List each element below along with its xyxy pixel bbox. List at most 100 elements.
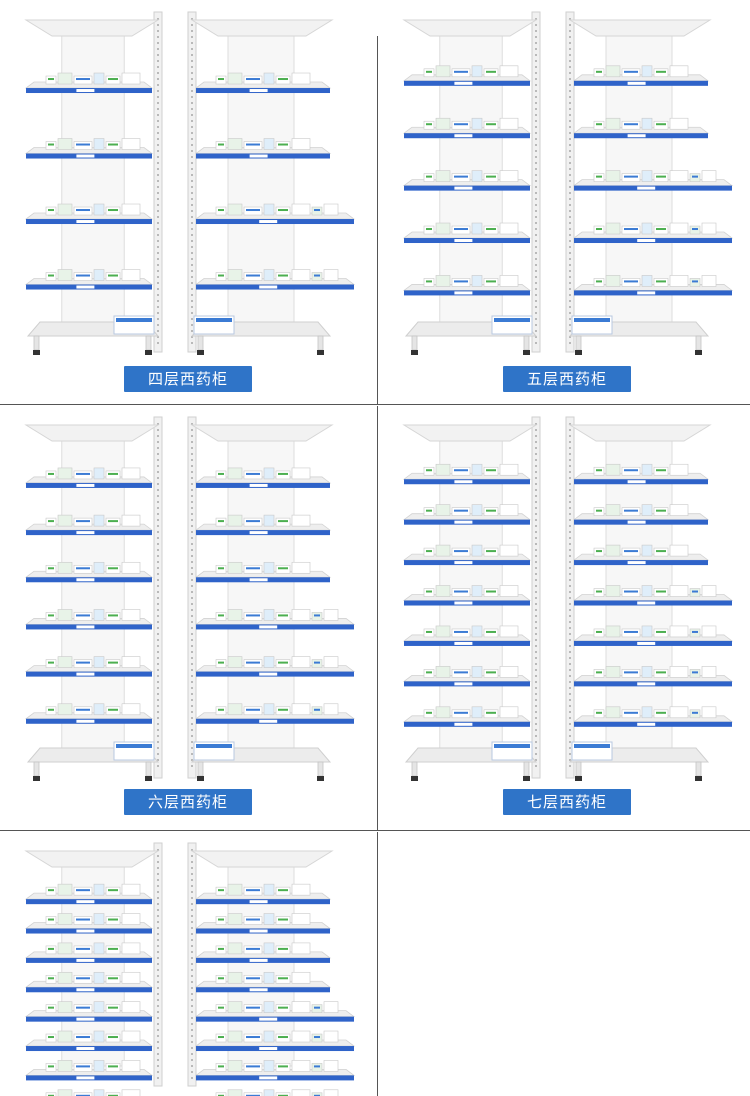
product-box bbox=[291, 913, 311, 925]
post-hole bbox=[157, 24, 159, 26]
cabinet-card-seven-tier[interactable]: 七层西药柜 bbox=[378, 405, 750, 830]
post-hole bbox=[535, 312, 537, 314]
post-hole bbox=[535, 711, 537, 713]
product-box bbox=[121, 656, 141, 668]
product-box bbox=[291, 703, 311, 716]
post-hole bbox=[535, 609, 537, 611]
post-hole bbox=[191, 999, 193, 1001]
product-box bbox=[121, 883, 141, 896]
product-stripe bbox=[76, 567, 90, 570]
cabinet-card-six-tier[interactable]: 六层西药柜 bbox=[0, 405, 377, 830]
product-box bbox=[291, 467, 311, 480]
post-hole bbox=[157, 495, 159, 497]
post-hole bbox=[191, 108, 193, 110]
post-hole bbox=[191, 102, 193, 104]
divider-horizontal-2 bbox=[0, 830, 750, 831]
post-hole bbox=[535, 132, 537, 134]
post-hole bbox=[569, 84, 571, 86]
leg bbox=[411, 335, 418, 351]
cabinet-card-eight-tier[interactable] bbox=[0, 831, 377, 1096]
product-stripe bbox=[486, 509, 496, 512]
post-hole bbox=[157, 585, 159, 587]
product-stripe bbox=[426, 590, 432, 593]
shelf-label-slot bbox=[76, 1076, 95, 1080]
post-hole bbox=[157, 933, 159, 935]
product-box bbox=[291, 1001, 311, 1013]
product-stripe bbox=[596, 228, 602, 231]
post-hole bbox=[535, 549, 537, 551]
cabinet-card-four-tier[interactable]: 四层西药柜 bbox=[0, 0, 377, 404]
shelf-label-slot bbox=[259, 625, 278, 629]
cabinet-card-five-tier[interactable]: 五层西药柜 bbox=[378, 0, 750, 404]
product-stripe bbox=[278, 1065, 288, 1068]
foot bbox=[33, 350, 40, 355]
product-stripe bbox=[76, 1036, 90, 1039]
product-stripe bbox=[692, 280, 698, 283]
product-box bbox=[435, 463, 451, 476]
foot bbox=[411, 350, 418, 355]
product-stripe bbox=[278, 143, 288, 146]
product-stripe bbox=[108, 472, 118, 475]
shelf-label-slot bbox=[76, 1047, 95, 1051]
post-hole bbox=[157, 150, 159, 152]
post-hole bbox=[191, 735, 193, 737]
product-stripe bbox=[48, 708, 54, 711]
post-hole bbox=[157, 18, 159, 20]
post-hole bbox=[157, 36, 159, 38]
post-hole bbox=[157, 861, 159, 863]
post-hole bbox=[569, 597, 571, 599]
product-stripe bbox=[48, 209, 54, 212]
post-hole bbox=[157, 711, 159, 713]
product-stripe bbox=[486, 175, 496, 178]
product-stripe bbox=[76, 947, 90, 950]
post-hole bbox=[191, 687, 193, 689]
product-box bbox=[227, 971, 243, 984]
product-box bbox=[605, 706, 621, 719]
shelf-label-slot bbox=[76, 89, 95, 93]
product-stripe bbox=[656, 630, 666, 633]
product-box bbox=[93, 609, 105, 621]
product-stripe bbox=[108, 209, 118, 212]
post-hole bbox=[157, 1035, 159, 1037]
post-hole bbox=[535, 108, 537, 110]
product-stripe bbox=[596, 711, 602, 714]
shelf-label-slot bbox=[76, 988, 95, 992]
product-box bbox=[227, 703, 243, 716]
post-hole bbox=[191, 705, 193, 707]
foot bbox=[145, 350, 152, 355]
post-hole bbox=[157, 855, 159, 857]
post-hole bbox=[157, 609, 159, 611]
leg bbox=[145, 761, 152, 777]
product-box bbox=[311, 1092, 323, 1096]
post-hole bbox=[157, 108, 159, 110]
product-box bbox=[93, 72, 105, 85]
product-stripe bbox=[218, 918, 224, 921]
post-hole bbox=[535, 705, 537, 707]
product-box bbox=[593, 628, 605, 638]
post-hole bbox=[157, 765, 159, 767]
shelf-label-slot bbox=[454, 186, 473, 190]
post-hole bbox=[157, 156, 159, 158]
post-hole bbox=[157, 639, 159, 641]
product-box bbox=[93, 269, 105, 281]
post-hole bbox=[191, 66, 193, 68]
post-hole bbox=[535, 54, 537, 56]
post-hole bbox=[191, 537, 193, 539]
product-stripe bbox=[278, 661, 288, 664]
post-hole bbox=[569, 615, 571, 617]
post-hole bbox=[569, 567, 571, 569]
divider-vertical-middle bbox=[377, 406, 378, 830]
product-box bbox=[57, 514, 73, 527]
foot bbox=[145, 776, 152, 781]
post-hole bbox=[569, 90, 571, 92]
product-box bbox=[263, 1030, 275, 1043]
post-hole bbox=[191, 210, 193, 212]
product-box bbox=[471, 625, 483, 638]
post-hole bbox=[191, 186, 193, 188]
product-stripe bbox=[426, 469, 432, 472]
product-stripe bbox=[314, 614, 320, 617]
product-stripe bbox=[656, 70, 666, 73]
post-hole bbox=[569, 483, 571, 485]
post-hole bbox=[569, 276, 571, 278]
shelf-label-slot bbox=[249, 154, 268, 158]
